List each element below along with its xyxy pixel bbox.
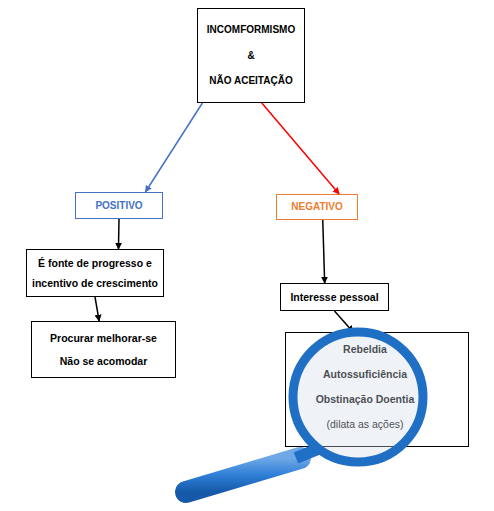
node-text: Não se acomodar bbox=[60, 352, 148, 370]
node-text: Obstinação Doentia bbox=[316, 387, 415, 412]
process-box: Procurar melhorar-seNão se acomodar bbox=[31, 321, 176, 378]
node-text: & bbox=[247, 47, 254, 65]
positive-box: POSITIVO bbox=[75, 192, 163, 219]
arrow-connector bbox=[323, 220, 325, 283]
node-text: (dilata as ações) bbox=[326, 412, 403, 437]
detail-box: RebeldiaAutossuficiênciaObstinação Doent… bbox=[285, 332, 469, 447]
node-text: Procurar melhorar-se bbox=[50, 329, 157, 347]
node-text: NÃO ACEITAÇÃO bbox=[209, 72, 292, 90]
arrow-connector bbox=[262, 103, 339, 194]
node-text: Autossuficiência bbox=[323, 362, 407, 387]
arrow-connector bbox=[95, 297, 99, 321]
arrow-connector bbox=[335, 311, 354, 332]
node-text: INCOMFORMISMO bbox=[207, 21, 295, 39]
arrow-connector bbox=[145, 103, 202, 192]
negative-box: NEGATIVO bbox=[276, 194, 358, 220]
magnifier-neck bbox=[296, 449, 318, 458]
node-text: POSITIVO bbox=[95, 198, 142, 214]
node-text: NEGATIVO bbox=[291, 199, 342, 215]
node-text: Interesse pessoal bbox=[290, 289, 378, 305]
process-box: É fonte de progresso e incentivo de cres… bbox=[26, 249, 164, 297]
arrow-connector bbox=[118, 219, 120, 249]
magnifier-handle bbox=[186, 458, 300, 492]
process-box: Interesse pessoal bbox=[280, 283, 389, 311]
root-box: INCOMFORMISMO & NÃO ACEITAÇÃO bbox=[197, 8, 305, 103]
node-text: É fonte de progresso e incentivo de cres… bbox=[31, 253, 159, 293]
node-text: Rebeldia bbox=[343, 337, 387, 362]
